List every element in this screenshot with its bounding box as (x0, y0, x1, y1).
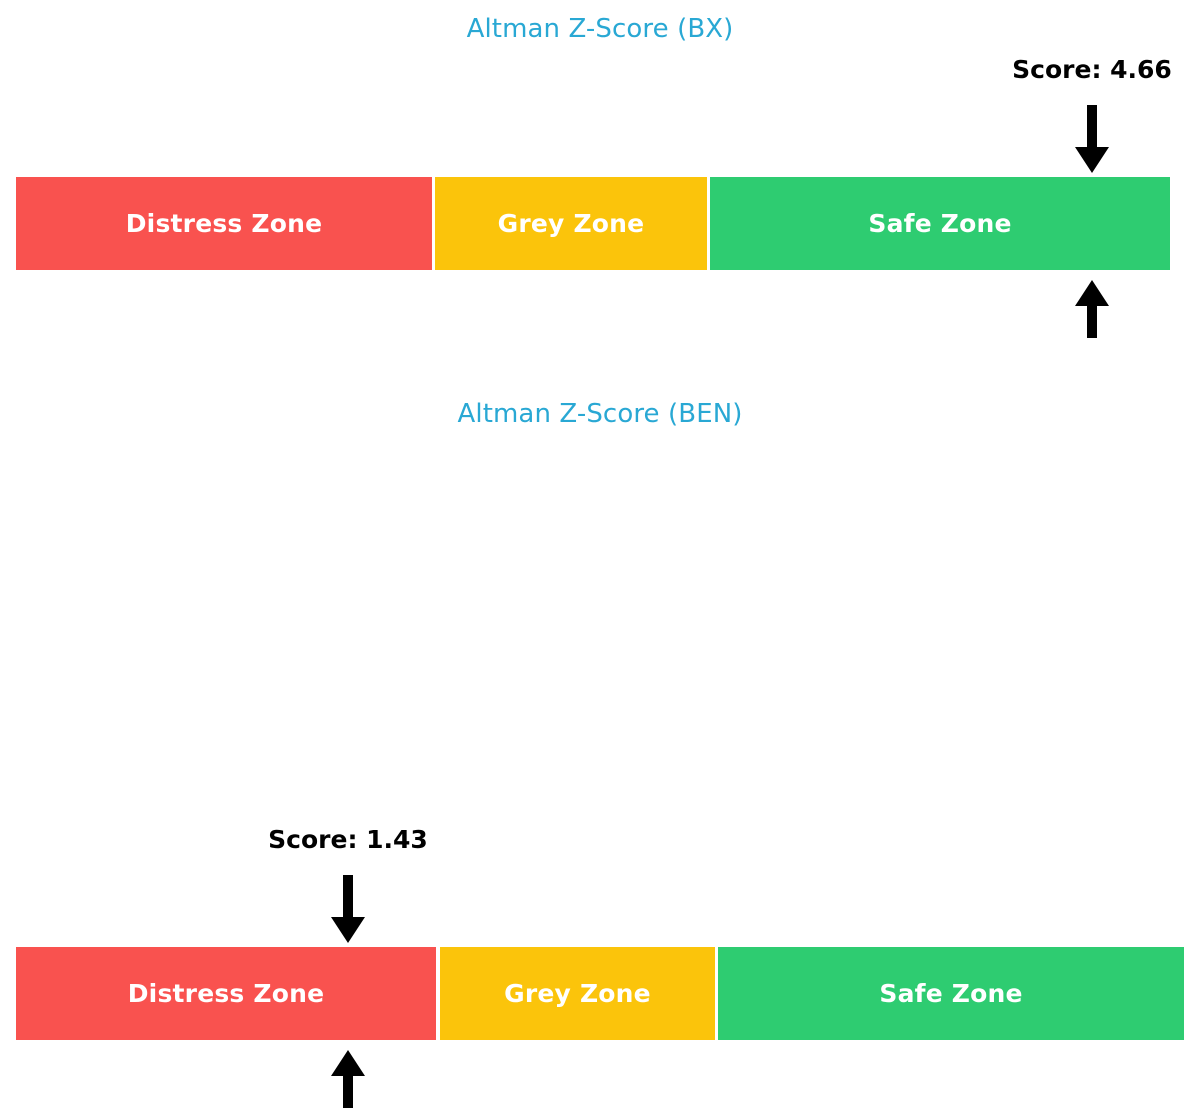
arrow-down-icon (1072, 105, 1112, 173)
arrow-up-icon (1072, 280, 1112, 338)
zone-distress[interactable]: Distress Zone (16, 947, 436, 1040)
arrow-down-icon (328, 875, 368, 943)
chart-panel-ben: Altman Z-Score (BEN) Score: 1.43 Distres… (0, 385, 1200, 1108)
score-label-ben: Score: 1.43 (268, 825, 428, 854)
zone-safe[interactable]: Safe Zone (710, 177, 1170, 270)
zone-bar-ben: Distress Zone Grey Zone Safe Zone (16, 947, 1184, 1040)
zone-label: Distress Zone (127, 979, 325, 1008)
score-label-bx: Score: 4.66 (1012, 55, 1172, 84)
zone-grey[interactable]: Grey Zone (435, 177, 707, 270)
zone-safe[interactable]: Safe Zone (718, 947, 1184, 1040)
zone-label: Grey Zone (504, 979, 651, 1008)
zone-label: Safe Zone (868, 209, 1012, 238)
zone-label: Grey Zone (497, 209, 645, 238)
zone-grey[interactable]: Grey Zone (440, 947, 715, 1040)
zone-divider (432, 177, 435, 270)
zone-divider (707, 177, 710, 270)
chart-panel-bx: Altman Z-Score (BX) Score: 4.66 Distress… (0, 0, 1200, 385)
zone-distress[interactable]: Distress Zone (16, 177, 432, 270)
arrow-up-icon (328, 1050, 368, 1108)
page-title-bx: Altman Z-Score (BX) (466, 14, 734, 44)
zone-label: Distress Zone (125, 209, 323, 238)
page-title-ben: Altman Z-Score (BEN) (457, 399, 743, 429)
zone-label: Safe Zone (879, 979, 1023, 1008)
zone-bar-bx: Distress Zone Grey Zone Safe Zone (16, 177, 1170, 270)
